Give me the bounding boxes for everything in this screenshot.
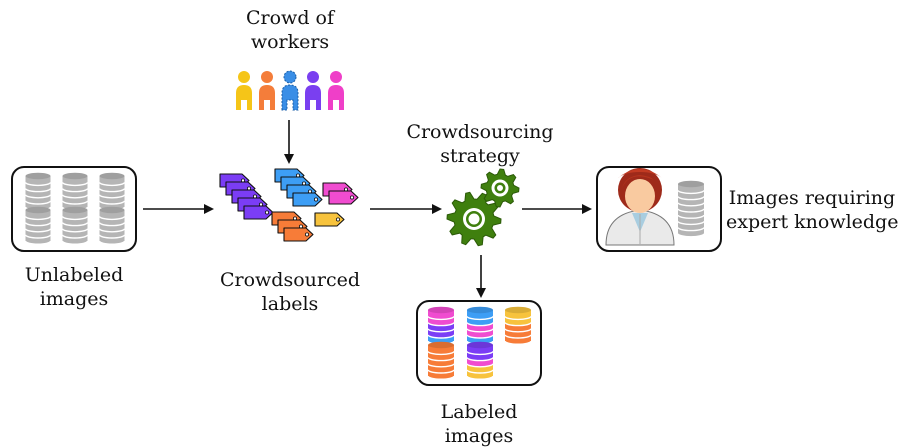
expert-images-label: Images requiring expert knowledge: [726, 187, 899, 233]
gear-icon: [480, 168, 520, 208]
tag-icon: [314, 212, 345, 227]
expert-box: [596, 166, 722, 252]
crowdsourced-labels-label: Crowdsourced labels: [219, 269, 361, 315]
crowd-of-workers: [236, 70, 344, 111]
labeled-images-box: [416, 300, 542, 386]
tag-icon: [328, 190, 359, 205]
person-icon: [259, 71, 275, 110]
database-icon: [466, 306, 494, 345]
database-icon: [427, 306, 455, 345]
crowdsourcing-strategy-gears: [446, 168, 520, 247]
tag-icon: [292, 192, 323, 207]
person-icon: [281, 70, 299, 111]
database-icon: [98, 206, 126, 245]
crowdsourcing-strategy-label: Crowdsourcing strategy: [406, 121, 554, 167]
database-icon: [61, 172, 89, 211]
crowd-of-workers-label: Crowd of workers: [246, 7, 334, 53]
person-icon: [236, 71, 252, 110]
unlabeled-images-box: [11, 166, 137, 252]
unlabeled-images-label: Unlabeled images: [24, 264, 124, 310]
database-icon: [24, 172, 52, 211]
crowdsourced-labels-tags: [219, 168, 359, 242]
database-icon: [677, 180, 705, 238]
tag-icon: [243, 205, 274, 220]
tag-icon: [283, 227, 314, 242]
database-icon: [98, 172, 126, 211]
gear-icon: [446, 191, 502, 247]
database-icon: [504, 306, 532, 345]
person-icon: [305, 71, 321, 110]
database-icon: [466, 341, 494, 380]
database-icon: [427, 341, 455, 380]
labeled-images-label: Labeled images: [440, 401, 518, 447]
database-icon: [61, 206, 89, 245]
person-icon: [328, 71, 344, 110]
doctor-icon: [605, 168, 675, 246]
database-icon: [24, 206, 52, 245]
